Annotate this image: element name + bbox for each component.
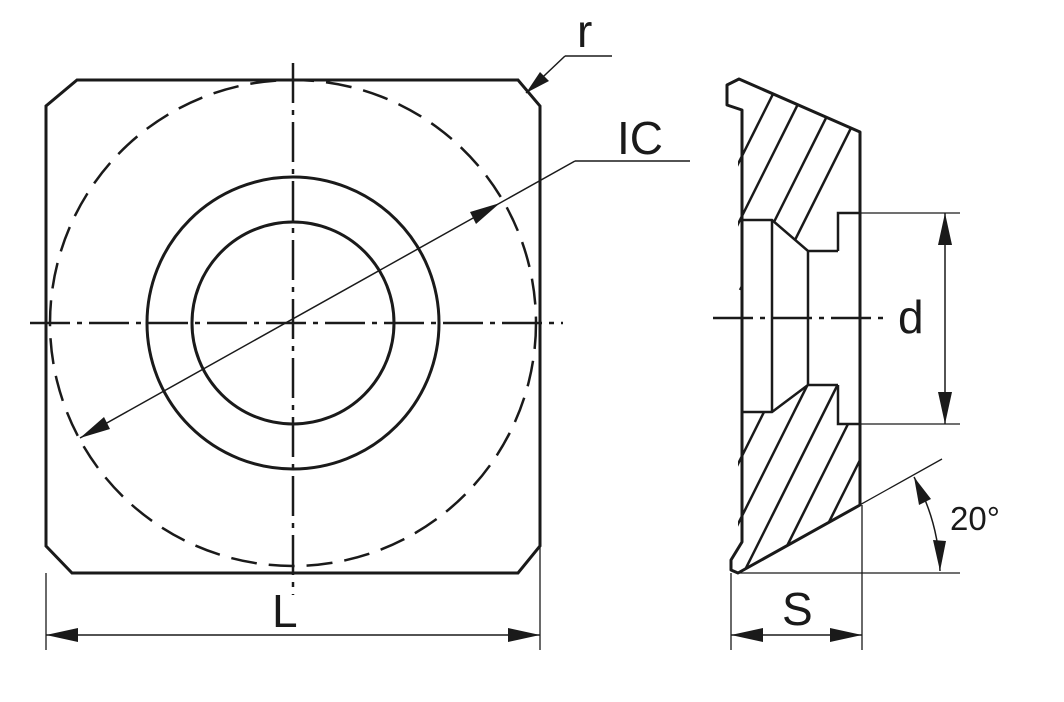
thickness-label: S	[782, 583, 813, 635]
l-arrowhead-left	[46, 628, 78, 642]
d-arrowhead-bottom	[938, 392, 952, 424]
d-arrowhead-top	[938, 213, 952, 245]
side-section-view: d 20° S	[713, 77, 1000, 650]
hole-contour	[742, 211, 860, 426]
ic-arrowhead-upper	[470, 203, 500, 224]
insert-outline	[44, 78, 542, 575]
radius-arrowhead	[526, 72, 549, 93]
s-arrowhead-left	[731, 628, 763, 642]
radius-label: r	[577, 5, 592, 57]
length-label: L	[272, 585, 298, 637]
ic-arrowhead-lower	[80, 417, 110, 438]
angle-inclined-line	[737, 458, 943, 574]
l-arrowhead-right	[508, 628, 540, 642]
ic-dimension-line	[79, 160, 576, 439]
front-view: IC r L	[30, 5, 690, 650]
side-outline	[725, 77, 862, 575]
angle-arrowhead-upper	[914, 477, 931, 505]
hole-diameter-label: d	[898, 291, 924, 343]
clearance-angle-label: 20°	[950, 500, 1000, 537]
s-arrowhead-right	[830, 628, 862, 642]
ic-label: IC	[617, 112, 663, 164]
angle-arrowhead-lower	[933, 540, 946, 571]
